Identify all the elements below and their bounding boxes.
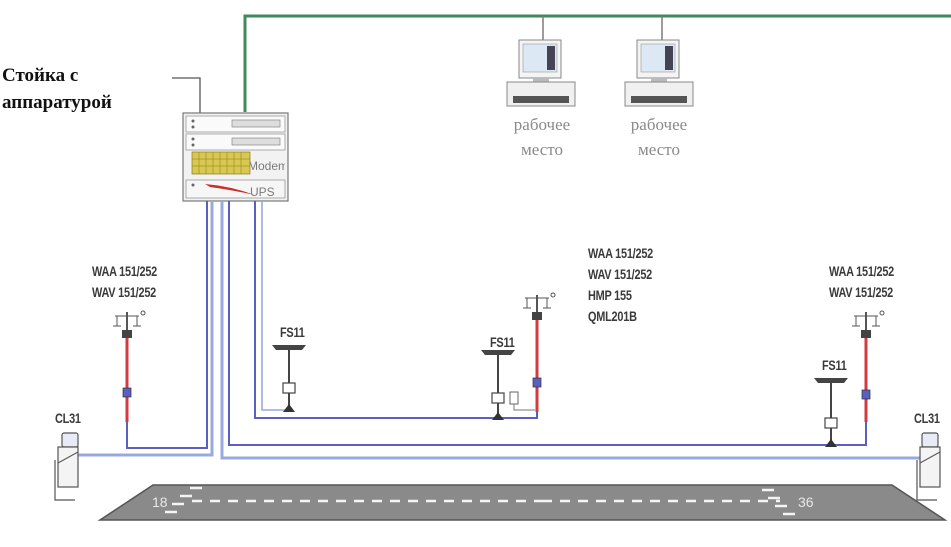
- ups-swoosh: [205, 184, 255, 195]
- wind-sensor-icon: [852, 310, 885, 327]
- cl31-label-right: CL31: [914, 410, 940, 426]
- workstation-2-label: рабочее место: [630, 115, 688, 159]
- rack-label: Стойка с аппаратурой: [2, 62, 112, 116]
- fs11-sensor-left: [272, 345, 306, 412]
- rack-label-line2: аппаратурой: [2, 92, 112, 113]
- network-bus: [243, 14, 951, 112]
- modems-label: Modems: [248, 159, 294, 173]
- wind-mast-right: [852, 310, 885, 422]
- threshold-markings-left: [165, 486, 202, 514]
- modem-bank: [191, 151, 251, 175]
- left-station-sensor-labels: WAA 151/252 WAV 151/252: [92, 263, 158, 300]
- runway-number-right: 36: [798, 494, 814, 510]
- ceilometer-left: [54, 432, 79, 501]
- fs11-sensor-right: [814, 378, 848, 447]
- threshold-markings-right: [762, 488, 795, 516]
- rack-leader-line: [172, 77, 201, 115]
- runway: 18 36: [97, 484, 948, 521]
- cl31-label-left: CL31: [55, 410, 81, 426]
- wind-sensor-icon: [113, 310, 146, 327]
- right-station-sensor-labels: WAA 151/252 WAV 151/252: [829, 263, 895, 300]
- hmp-sensor: [509, 391, 519, 405]
- equipment-rack: Modems UPS: [182, 112, 294, 202]
- runway-number-left: 18: [152, 494, 168, 510]
- wind-mast-middle: [523, 292, 556, 412]
- wind-sensor-icon: [523, 292, 556, 309]
- fs11-label-right: FS11: [822, 357, 847, 373]
- ceilometer-right: [916, 432, 941, 501]
- wind-mast-left: [113, 310, 146, 422]
- fs11-label-middle: FS11: [490, 334, 515, 350]
- rack-label-line1: Стойка с: [2, 65, 79, 86]
- workstation-1: [506, 39, 576, 107]
- fs11-sensor-middle: [481, 350, 535, 420]
- workstation-1-label: рабочее место: [513, 115, 571, 159]
- ups-label: UPS: [250, 185, 275, 199]
- workstation-2: [624, 39, 694, 107]
- fs11-label-left: FS11: [280, 324, 305, 340]
- middle-station-sensor-labels: WAA 151/252 WAV 151/252 HMP 155 QML201B: [588, 245, 654, 324]
